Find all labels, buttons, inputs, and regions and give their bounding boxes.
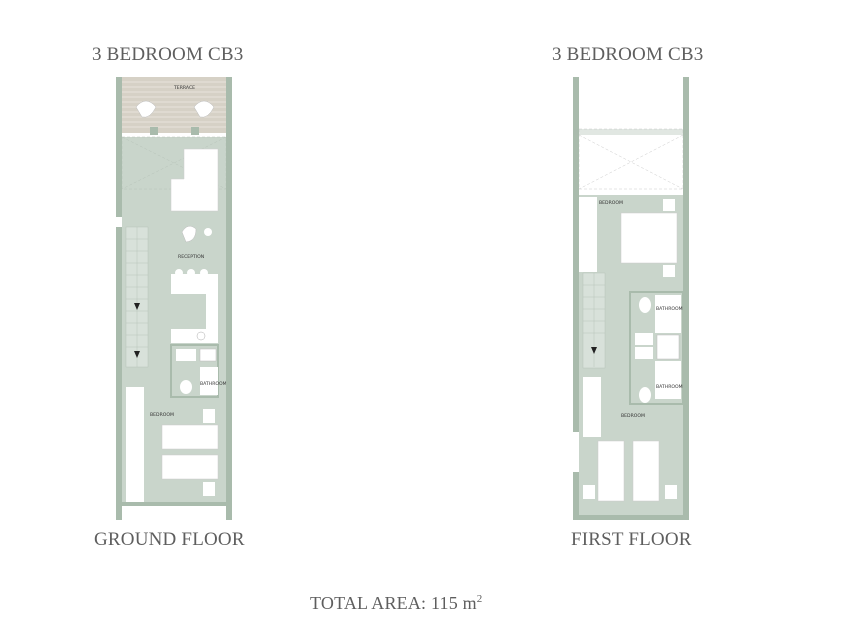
- first-floor-plan: BEDROOM BATHROOM BATHROOM BEDROOM: [573, 77, 689, 520]
- stair-arrow-icon: [134, 303, 140, 310]
- first-floor-heading: 3 BEDROOM CB3: [552, 44, 704, 65]
- room-label-terrace: TERRACE: [173, 85, 195, 91]
- room-label-bathroom-2: BATHROOM: [656, 384, 683, 390]
- room-label-bedroom-1: BEDROOM: [599, 200, 623, 206]
- room-label-bathroom: BATHROOM: [200, 381, 227, 387]
- room-label-bedroom-2: BEDROOM: [621, 413, 645, 419]
- ground-floor-heading: 3 BEDROOM CB3: [92, 44, 244, 65]
- total-area-label: TOTAL AREA: 115 m: [310, 593, 477, 613]
- first-floor-caption: FIRST FLOOR: [571, 529, 692, 550]
- room-label-reception: RECEPTION: [178, 254, 204, 260]
- total-area: TOTAL AREA: 115 m2: [310, 593, 483, 614]
- stair-arrow-icon: [134, 351, 140, 358]
- area-unit-superscript: 2: [476, 593, 483, 605]
- ground-floor-plan: TERRACE RECEPTION: [116, 77, 234, 520]
- room-label-bedroom: BEDROOM: [150, 412, 174, 418]
- stair-arrow-icon: [591, 347, 597, 354]
- room-label-bathroom-1: BATHROOM: [656, 306, 683, 312]
- ground-floor-caption: GROUND FLOOR: [94, 529, 245, 550]
